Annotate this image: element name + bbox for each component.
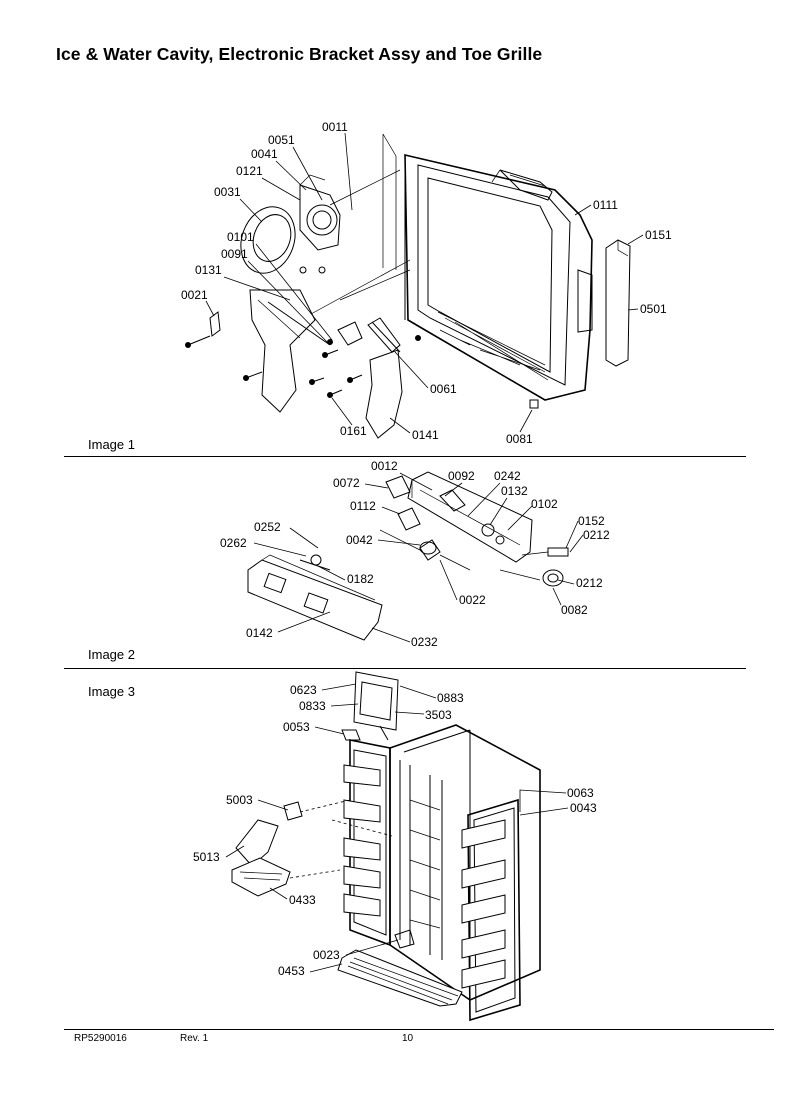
callout-0232: 0232 [411, 635, 438, 649]
callout-0212-a: 0212 [583, 528, 610, 542]
callout-0061: 0061 [430, 382, 457, 396]
motor-cover [240, 206, 296, 274]
callout-0012: 0012 [371, 459, 398, 473]
callout-0082: 0082 [561, 603, 588, 617]
callout-0051: 0051 [268, 133, 295, 147]
image1-drawing [185, 133, 631, 439]
callout-5003: 5003 [226, 793, 253, 807]
leader-lines [205, 132, 644, 973]
callout-0131: 0131 [195, 263, 222, 277]
callout-0252: 0252 [254, 520, 281, 534]
callout-0161: 0161 [340, 424, 367, 438]
actuator-paddle-water [365, 349, 403, 439]
switch-0061 [367, 317, 401, 353]
callout-0833: 0833 [299, 699, 326, 713]
callout-3503: 3503 [425, 708, 452, 722]
callout-0883: 0883 [437, 691, 464, 705]
section-divider-1 [64, 456, 746, 457]
callout-0112: 0112 [350, 499, 376, 513]
footer-divider [64, 1029, 774, 1030]
callout-0151: 0151 [645, 228, 672, 242]
callout-0242: 0242 [494, 469, 521, 483]
image3-drawing [231, 671, 541, 1022]
image2-drawing [247, 471, 569, 641]
image2-label: Image 2 [88, 647, 135, 662]
electronic-bracket [407, 471, 533, 563]
footer-rev: Rev. 1 [180, 1033, 209, 1044]
callout-0121: 0121 [236, 164, 263, 178]
callout-0091: 0091 [221, 247, 248, 261]
callout-0142: 0142 [246, 626, 273, 640]
callout-0021: 0021 [181, 288, 208, 302]
callout-0262: 0262 [220, 536, 247, 550]
page-title: Ice & Water Cavity, Electronic Bracket A… [56, 44, 543, 64]
side-strip [605, 239, 631, 367]
callout-0022: 0022 [459, 593, 486, 607]
callout-0453: 0453 [278, 964, 305, 978]
image3-label: Image 3 [88, 684, 135, 699]
callout-0092: 0092 [448, 469, 475, 483]
callout-0501: 0501 [640, 302, 667, 316]
callout-0101: 0101 [227, 230, 254, 244]
callout-0433: 0433 [289, 893, 316, 907]
callout-0063: 0063 [567, 786, 594, 800]
image1-label: Image 1 [88, 437, 135, 452]
callout-0132: 0132 [501, 484, 528, 498]
callout-0043: 0043 [570, 801, 597, 815]
fresh-food-door-bins [461, 819, 506, 989]
callout-0031: 0031 [214, 185, 241, 199]
callout-0011: 0011 [322, 120, 348, 134]
callout-0042: 0042 [346, 533, 373, 547]
freezer-door-bins [343, 764, 381, 917]
footer-doc-id: RP5290016 [74, 1033, 127, 1044]
callout-0081: 0081 [506, 432, 533, 446]
refrigerator-cabinet [389, 724, 541, 1001]
callout-0152: 0152 [578, 514, 605, 528]
ice-water-cavity [404, 153, 593, 401]
actuator-paddle-ice [249, 289, 316, 413]
drip-tray [231, 857, 291, 897]
callout-5013: 5013 [193, 850, 220, 864]
screws [185, 311, 539, 409]
callout-0041: 0041 [251, 147, 278, 161]
dispenser-motor-bracket [299, 184, 341, 251]
callout-0182: 0182 [347, 572, 374, 586]
callout-0111: 0111 [593, 198, 618, 212]
callout-0102: 0102 [531, 497, 558, 511]
section-divider-2 [64, 668, 746, 669]
footer-page-number: 10 [402, 1033, 414, 1044]
callout-0141: 0141 [412, 428, 439, 442]
toe-grille [337, 949, 463, 1007]
callout-0623: 0623 [290, 683, 317, 697]
callout-0053: 0053 [283, 720, 310, 734]
callout-0023: 0023 [313, 948, 340, 962]
callout-0212-b: 0212 [576, 576, 603, 590]
callout-0072: 0072 [333, 476, 360, 490]
